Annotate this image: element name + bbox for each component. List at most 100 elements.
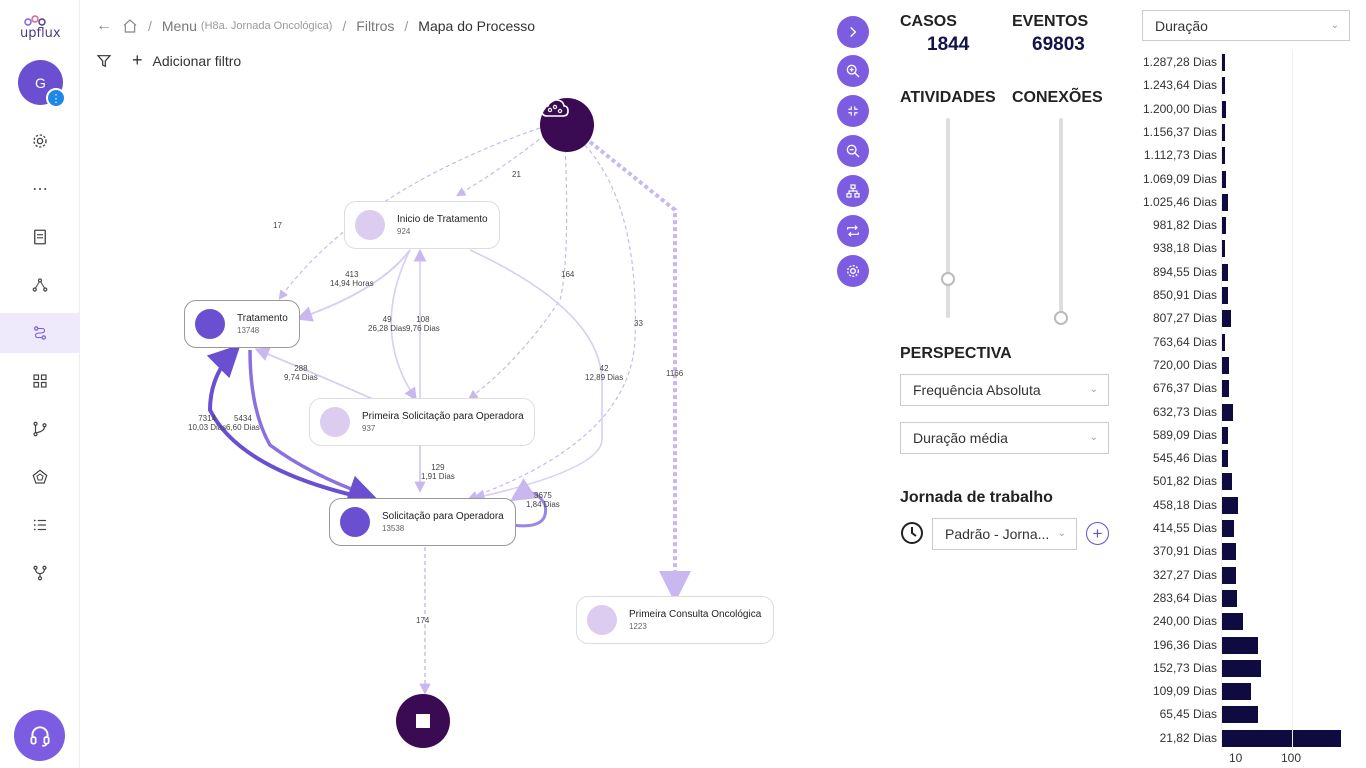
sidebar-item-dashboard[interactable] (0, 361, 80, 401)
edge-start-inicio[interactable] (455, 134, 546, 197)
histogram-bar[interactable] (1221, 217, 1226, 235)
histogram-row[interactable]: 589,09 Dias (1130, 424, 1360, 446)
breadcrumb-filtros[interactable]: Filtros (356, 18, 395, 34)
conexoes-slider-track[interactable] (1059, 118, 1063, 318)
histogram-bar[interactable] (1221, 54, 1225, 71)
sidebar-item-process-map[interactable] (0, 313, 80, 353)
histogram-row[interactable]: 327,27 Dias (1130, 564, 1360, 586)
atividades-slider-handle[interactable] (941, 272, 955, 286)
histogram-row[interactable]: 1.243,64 Dias (1130, 74, 1360, 96)
zoom-out-button[interactable] (837, 135, 869, 167)
sidebar-item-more[interactable] (0, 169, 80, 209)
sidebar-item-list[interactable] (0, 505, 80, 545)
histogram-bar[interactable] (1221, 77, 1225, 95)
histogram-row[interactable]: 545,46 Dias (1130, 447, 1360, 469)
duration-select[interactable]: Duração média ⌄ (900, 422, 1109, 454)
histogram-bar[interactable] (1221, 706, 1258, 724)
histogram-bar[interactable] (1221, 356, 1229, 374)
histogram-bar[interactable] (1221, 729, 1341, 747)
histogram-row[interactable]: 501,82 Dias (1130, 470, 1360, 492)
histogram-row[interactable]: 240,00 Dias (1130, 610, 1360, 632)
edge-primeira-tratamento[interactable] (254, 347, 376, 401)
edge-start-primeira-solicitacao[interactable] (468, 141, 568, 400)
start-node[interactable] (540, 98, 594, 152)
avatar-menu-badge[interactable]: ⋮ (46, 88, 66, 108)
histogram-bar[interactable] (1221, 613, 1243, 631)
histogram-row[interactable]: 981,82 Dias (1130, 214, 1360, 236)
histogram-row[interactable]: 1.287,28 Dias (1130, 51, 1360, 73)
sidebar-item-settings[interactable] (0, 121, 80, 161)
histogram-bar[interactable] (1221, 310, 1231, 328)
swap-button[interactable] (837, 215, 869, 247)
breadcrumb-menu-sub[interactable]: (H8a. Jornada Oncológica) (200, 20, 333, 32)
histogram-row[interactable]: 1.112,73 Dias (1130, 144, 1360, 166)
plus-icon[interactable]: + (132, 50, 143, 70)
edge-start-consulta[interactable] (588, 140, 691, 603)
sidebar-item-branch[interactable] (0, 409, 80, 449)
histogram-row[interactable]: 894,55 Dias (1130, 261, 1360, 283)
edge-start-solicitacao[interactable] (467, 139, 636, 501)
edge-inicio-tratamento[interactable] (296, 249, 411, 322)
histogram-bar[interactable] (1221, 287, 1228, 304)
histogram-bar[interactable] (1221, 426, 1228, 444)
atividades-slider-track[interactable] (946, 118, 950, 318)
histogram-row[interactable]: 850,91 Dias (1130, 284, 1360, 306)
histogram-row[interactable]: 109,09 Dias (1130, 680, 1360, 702)
histogram-bar[interactable] (1221, 147, 1225, 165)
histogram-bar[interactable] (1221, 636, 1258, 654)
histogram-row[interactable]: 458,18 Dias (1130, 494, 1360, 516)
conexoes-slider-handle[interactable] (1054, 311, 1068, 325)
histogram-row[interactable]: 196,36 Dias (1130, 634, 1360, 656)
histogram-row[interactable]: 283,64 Dias (1130, 587, 1360, 609)
histogram-bar[interactable] (1221, 450, 1228, 468)
home-icon[interactable] (122, 18, 138, 34)
add-jornada-button[interactable]: + (1086, 522, 1109, 545)
edge-tratamento-solicitacao[interactable] (248, 349, 377, 503)
edge-solicitacao-tratamento[interactable] (206, 344, 366, 500)
histogram-bar[interactable] (1221, 170, 1226, 188)
filter-icon[interactable] (96, 53, 112, 69)
histogram-bar[interactable] (1221, 193, 1228, 211)
breadcrumb-menu[interactable]: Menu (161, 18, 197, 34)
histogram-bar[interactable] (1221, 240, 1225, 258)
histogram-select[interactable]: Duração ⌄ (1142, 10, 1350, 41)
histogram-bar[interactable] (1221, 659, 1261, 677)
histogram-bar[interactable] (1221, 473, 1232, 491)
histogram-row[interactable]: 1.156,37 Dias (1130, 121, 1360, 143)
histogram-bar[interactable] (1221, 403, 1233, 421)
map-settings-button[interactable] (837, 255, 869, 287)
layout-button[interactable] (837, 175, 869, 207)
histogram-row[interactable]: 414,55 Dias (1130, 517, 1360, 539)
sidebar-item-pentagon[interactable] (0, 457, 80, 497)
histogram-bar[interactable] (1221, 496, 1238, 514)
histogram-row[interactable]: 807,27 Dias (1130, 307, 1360, 329)
histogram-bar[interactable] (1221, 333, 1225, 351)
histogram-bar[interactable] (1221, 566, 1236, 584)
edge-solicitacao-self[interactable] (509, 478, 548, 528)
histogram-row[interactable]: 1.025,46 Dias (1130, 191, 1360, 213)
histogram-row[interactable]: 152,73 Dias (1130, 657, 1360, 679)
end-node[interactable] (396, 694, 450, 748)
histogram-bar[interactable] (1221, 543, 1236, 561)
sidebar-item-fork[interactable] (0, 553, 80, 593)
histogram-row[interactable]: 676,37 Dias (1130, 377, 1360, 399)
add-filter-button[interactable]: Adicionar filtro (152, 52, 242, 69)
fit-view-button[interactable] (837, 95, 869, 127)
histogram-row[interactable]: 720,00 Dias (1130, 354, 1360, 376)
histogram-bar[interactable] (1221, 520, 1234, 537)
metric-select[interactable]: Frequência Absoluta ⌄ (900, 374, 1109, 406)
histogram-row[interactable]: 938,18 Dias (1130, 237, 1360, 259)
histogram-row[interactable]: 21,82 Dias (1130, 727, 1360, 749)
back-arrow-icon[interactable]: ← (96, 17, 112, 34)
histogram-bar[interactable] (1221, 589, 1237, 607)
histogram-bar[interactable] (1221, 100, 1226, 118)
histogram-row[interactable]: 763,64 Dias (1130, 331, 1360, 353)
edge-inicio-primeira[interactable] (390, 249, 417, 401)
histogram-bar[interactable] (1221, 263, 1228, 281)
zoom-in-button[interactable] (837, 55, 869, 87)
histogram-bar[interactable] (1221, 683, 1251, 701)
histogram-row[interactable]: 1.069,09 Dias (1130, 168, 1360, 190)
